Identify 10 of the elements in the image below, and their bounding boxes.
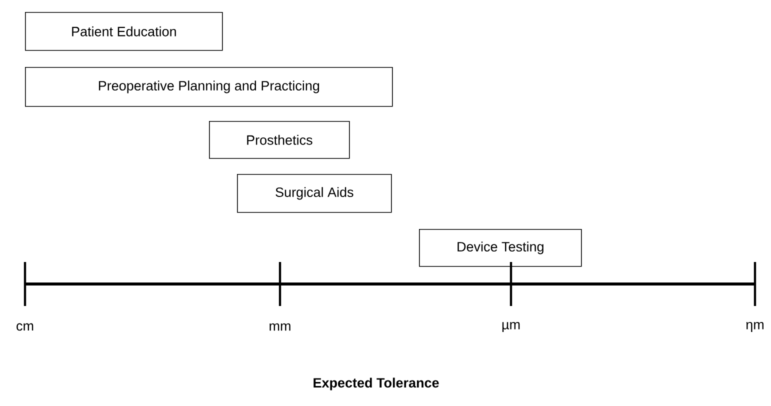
label-box: Device Testing xyxy=(419,229,582,267)
tick-label: mm xyxy=(270,323,290,331)
axis-title: Expected Tolerance xyxy=(314,378,439,390)
label-box: Prosthetics xyxy=(209,121,350,159)
label-box: Patient Education xyxy=(25,12,223,51)
tick-label: µm xyxy=(502,322,520,332)
tick-label: ηm xyxy=(746,322,764,332)
tick-label: cm xyxy=(16,323,34,331)
label-box: Surgical Aids xyxy=(237,174,392,213)
label-box: Preoperative Planning and Practicing xyxy=(25,67,393,107)
